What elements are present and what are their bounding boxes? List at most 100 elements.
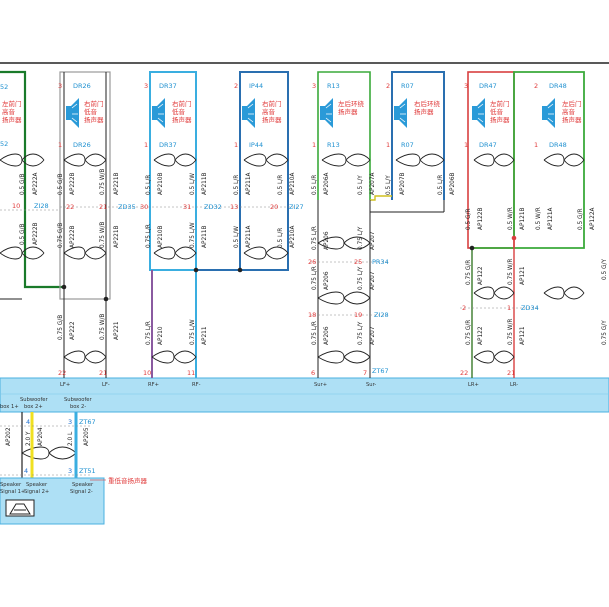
twisted-pair-symbol: [151, 350, 197, 364]
wire-label-w78: 2.0 L: [68, 431, 74, 446]
bus-pin-label: LF+: [60, 382, 70, 388]
speaker-name-line: 低音: [84, 107, 98, 116]
junction-ip44: [193, 267, 199, 273]
speaker-conn-bottom: DR47: [479, 141, 497, 149]
speaker-name-line: 扬声器: [338, 107, 358, 116]
left-name-3: 扬声器: [2, 115, 22, 124]
speaker-conn-bottom: DR37: [159, 141, 177, 149]
speaker-icon: [394, 98, 407, 128]
speaker-conn-bottom: R07: [401, 141, 414, 149]
wire-label-w75: 0.75 G/Y: [602, 320, 608, 345]
twisted-pair-symbol: [317, 236, 371, 250]
twisted-pair-symbol: [63, 350, 107, 364]
wire-label-w77: AP204: [38, 427, 44, 446]
speaker-pin-bottom: 1: [464, 141, 468, 149]
speaker-conn-top: DR37: [159, 82, 177, 90]
wire-label-w67: 0.75 W/B: [100, 314, 106, 340]
speaker-pin-top: 3: [58, 82, 62, 90]
twisted-pair-symbol: [473, 153, 515, 167]
wire-label-w19: 0.5 L/R: [278, 175, 284, 195]
twisted-pair-symbol: [21, 446, 77, 460]
twisted-pair-symbol: [473, 350, 515, 364]
twisted-pair-group: [0, 153, 585, 460]
wire-label-w39: 0.75 L/Y: [358, 226, 364, 250]
column-dr37-ip44: [149, 71, 289, 378]
frame-dr26: [59, 71, 111, 300]
wire-label-w48: AP207: [370, 326, 376, 345]
wire-label-w28: AP210A: [290, 225, 296, 248]
wire-label-w47: 0.75 L/Y: [358, 321, 364, 345]
twisted-pair-symbol: [63, 153, 107, 167]
conn-c2: ZD35: [118, 203, 136, 211]
wire-label-w51: 0.5 W/R: [508, 207, 514, 230]
wire-label-w2: AP222A: [33, 172, 39, 195]
wire-label-w16: AP211B: [202, 172, 208, 195]
speaker-conn-top: DR48: [549, 82, 567, 90]
pin-p18: 6: [311, 369, 315, 377]
junction-dr47: [511, 235, 517, 241]
wire-label-w6: AP221B: [114, 172, 120, 195]
wire-label-w21: 0.75 L/R: [146, 224, 152, 248]
wire-label-w50: AP122B: [478, 207, 484, 230]
wire-label-w38: AP206: [324, 231, 330, 250]
wire-label-w33: 0.5 L/Y: [386, 175, 392, 195]
speaker-icon: [320, 98, 333, 128]
twisted-pair-symbol: [153, 153, 197, 167]
speaker-name-line: 扬声器: [562, 115, 582, 124]
wire-label-w65: 0.75 G/B: [58, 315, 64, 340]
subwoofer-icon: [5, 499, 35, 517]
sub-top-3: box 2+: [24, 404, 43, 410]
pin-p10: 19: [354, 311, 362, 319]
wire-label-w40: AP207: [370, 231, 376, 250]
pin-p8: 26: [308, 258, 316, 266]
pin-p21: 21: [507, 369, 515, 377]
speaker-conn-top: R13: [327, 82, 340, 90]
wire-label-w17: 0.5 L/R: [234, 175, 240, 195]
sub-bot-3: Signal 2+: [24, 489, 49, 495]
pin-p1: 10: [12, 202, 20, 210]
wire-label-w27: 0.5 L/R: [278, 228, 284, 248]
sub-bot-1: Signal 1+: [0, 489, 25, 495]
wire-label-w12: AP221B: [114, 225, 120, 248]
wire-label-w15: 0.5 L/W: [190, 173, 196, 195]
speaker-icon: [242, 98, 255, 128]
speaker-pin-top: 3: [144, 82, 148, 90]
conn-c1: ZI28: [34, 202, 49, 210]
twisted-pair-symbol: [317, 291, 371, 305]
wire-label-w37: 0.75 L/R: [312, 226, 318, 250]
sub-bot-5: Signal 2-: [70, 489, 93, 495]
speaker-pin-bottom: 1: [58, 141, 62, 149]
pin-p24: 4: [24, 467, 28, 475]
speaker-pin-bottom: 1: [144, 141, 148, 149]
pin-p13: 1: [507, 304, 511, 312]
wire-label-w64: AP121: [520, 326, 526, 345]
pin-p4: 30: [140, 203, 148, 211]
wire-label-w80: AP202: [6, 427, 12, 446]
wire-label-w5: 0.75 W/B: [100, 169, 106, 195]
speaker-name-line: 扬声器: [490, 115, 510, 124]
wire-label-w29: 0.5 L/R: [312, 175, 318, 195]
speaker-pin-bottom: 1: [534, 141, 538, 149]
twisted-pair-symbol: [243, 246, 289, 260]
wire-label-w49: 0.5 G/R: [466, 208, 472, 230]
conn-c9: ZT67: [79, 418, 96, 426]
wire-label-w14: AP210B: [158, 172, 164, 195]
wire-yellow-r13: [370, 195, 392, 201]
wire-label-w71: 0.75 L/W: [190, 319, 196, 345]
left-conn-top: 52: [0, 83, 8, 91]
speaker-icon: [66, 98, 79, 128]
wire-label-w57: 0.75 G/R: [466, 260, 472, 285]
wire-label-w62: AP122: [478, 326, 484, 345]
wire-label-w31: 0.5 L/Y: [358, 175, 364, 195]
speaker-name-line: 右前门: [172, 99, 192, 108]
bus-pin-label: Sur-: [366, 382, 376, 388]
wire-label-w7: 0.5 G/B: [20, 223, 26, 245]
speaker-name-line: 左后环绕: [338, 99, 365, 108]
speaker-name-line: 扬声器: [84, 115, 104, 124]
speaker-name-line: 右后环绕: [414, 99, 441, 108]
wire-label-w36: AP206B: [450, 172, 456, 195]
junction-dr48: [469, 245, 475, 251]
